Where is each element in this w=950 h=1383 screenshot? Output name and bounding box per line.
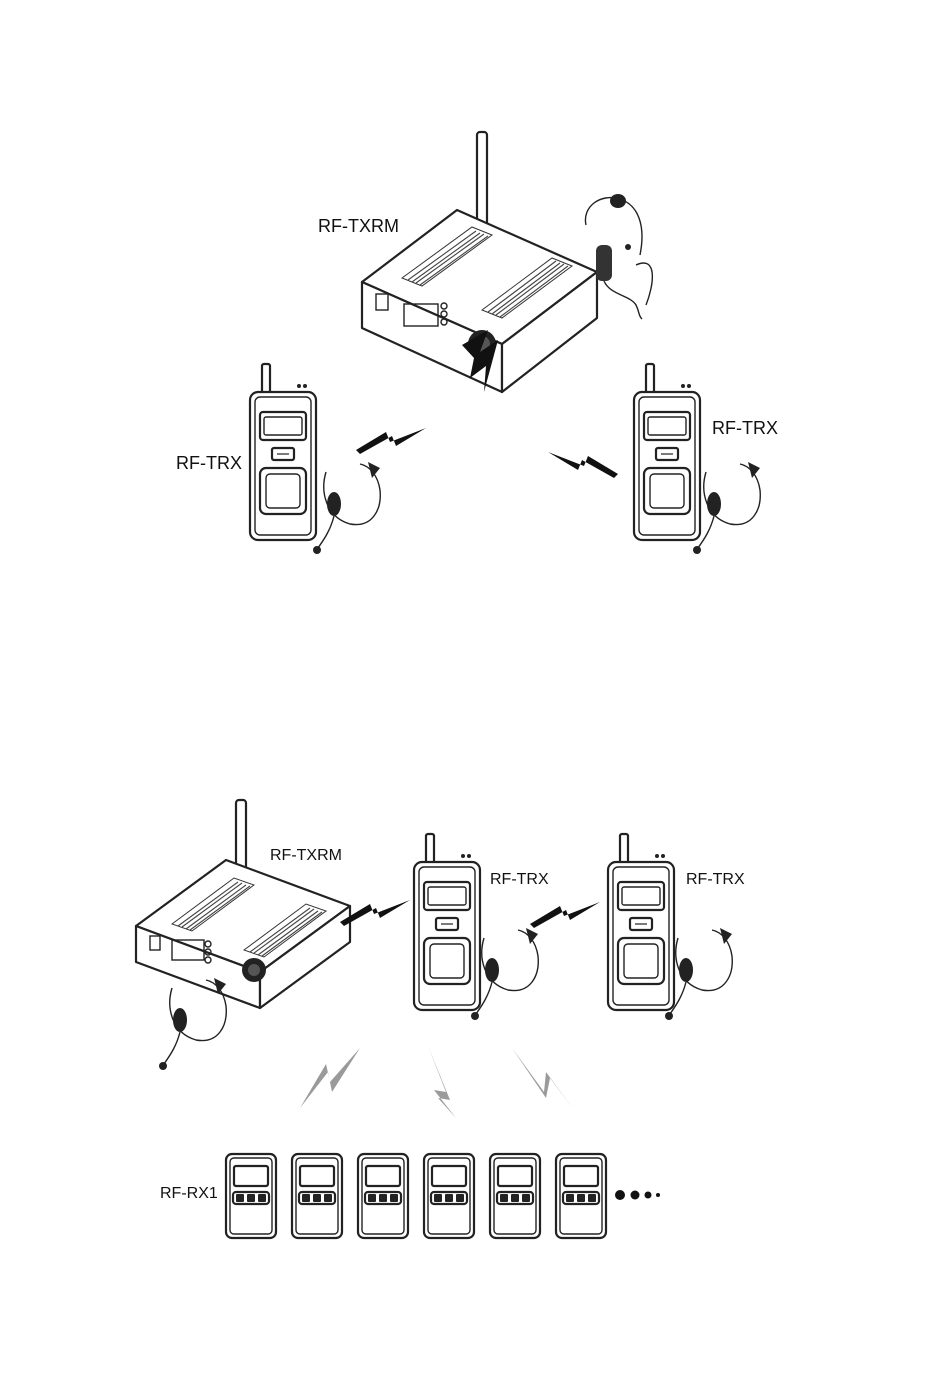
bottom-broadcast-bolt-right <box>512 1048 574 1110</box>
top-link-bolt-right <box>548 452 618 478</box>
bottom-base-station <box>136 800 350 1008</box>
top-diagram: RF-TXRM RF-TRX RF-TRX <box>176 132 778 554</box>
receiver-1 <box>226 1154 276 1238</box>
bottom-unit2-label: RF-TRX <box>686 871 745 888</box>
bottom-link-bolt-trx-trx <box>530 902 600 928</box>
top-left-headset-icon <box>313 462 380 554</box>
bottom-unit1-label: RF-TRX <box>490 871 549 888</box>
receiver-4 <box>424 1154 474 1238</box>
bottom-transceiver-1 <box>414 834 480 1010</box>
top-right-unit-label: RF-TRX <box>712 418 778 438</box>
top-right-transceiver <box>634 364 700 540</box>
top-left-unit-label: RF-TRX <box>176 453 242 473</box>
receiver-label: RF-RX1 <box>160 1185 218 1202</box>
more-receivers-ellipsis-icon <box>615 1190 660 1200</box>
bottom-transceiver-2 <box>608 834 674 1010</box>
bottom-diagram: RF-TXRM RF-TRX RF-TRX RF-RX1 <box>136 800 745 1238</box>
top-right-headset-icon <box>693 462 760 554</box>
bottom-broadcast-bolt-left <box>300 1048 360 1108</box>
top-link-bolt-left <box>356 428 426 454</box>
receiver-2 <box>292 1154 342 1238</box>
bottom-broadcast-bolt-center <box>428 1046 456 1118</box>
top-left-transceiver <box>250 364 316 540</box>
receiver-3 <box>358 1154 408 1238</box>
receiver-6 <box>556 1154 606 1238</box>
bottom-base-label: RF-TXRM <box>270 847 342 864</box>
receiver-5 <box>490 1154 540 1238</box>
top-base-label: RF-TXRM <box>318 216 399 236</box>
